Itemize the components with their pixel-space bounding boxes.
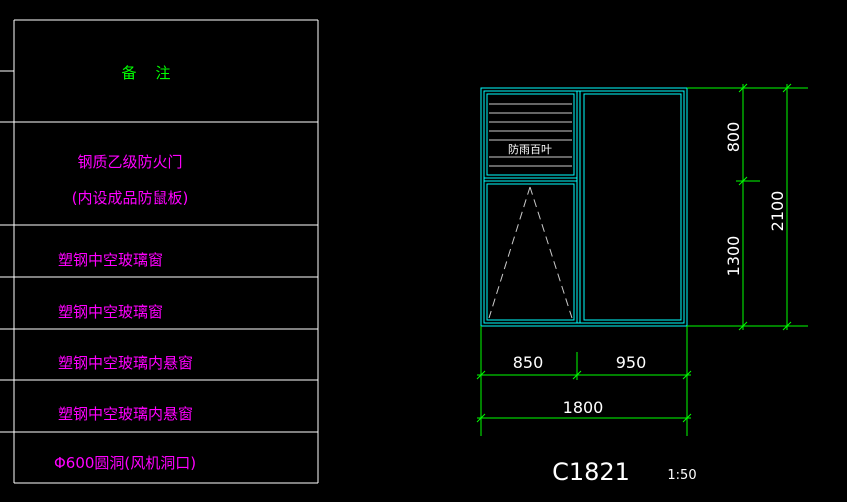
opening-dash-line — [488, 186, 531, 319]
louver-label-backdrop — [500, 141, 562, 156]
dim-tick — [738, 176, 748, 186]
dim-tick — [476, 370, 486, 380]
remark-row-6: Φ600圆洞(风机洞口) — [54, 454, 196, 472]
remark-row-5: 塑钢中空玻璃内悬窗 — [58, 405, 193, 423]
fixed-glass-panel — [583, 93, 682, 321]
louver-panel — [486, 93, 575, 176]
table-header-remarks: 备 注 — [121, 64, 170, 82]
remark-row-3: 塑钢中空玻璃窗 — [58, 303, 163, 321]
dim-width-right: 950 — [616, 353, 647, 372]
remarks-table — [0, 19, 319, 484]
dim-tick — [782, 83, 792, 93]
dim-height-total: 2100 — [768, 191, 787, 232]
dim-tick — [738, 83, 748, 93]
window-elevation — [480, 87, 688, 327]
opening-dash-line — [529, 186, 573, 319]
window-inner-frame — [483, 90, 685, 324]
dim-tick — [682, 370, 692, 380]
dim-tick — [782, 321, 792, 331]
louver-slats — [489, 103, 572, 167]
dim-tick — [572, 370, 582, 380]
dim-tick — [738, 321, 748, 331]
remark-row-2: 塑钢中空玻璃窗 — [58, 251, 163, 269]
louver-label: 防雨百叶 — [508, 142, 552, 156]
hopper-sash — [486, 183, 575, 321]
window-code-label: C1821 — [552, 458, 630, 486]
window-outer-frame — [480, 87, 688, 327]
scale-label: 1:50 — [667, 468, 696, 483]
dim-height-top: 800 — [724, 122, 743, 153]
remark-row-1-line1: 钢质乙级防火门 — [77, 153, 182, 171]
dim-tick — [476, 413, 486, 423]
dimension-text: 800 1300 2100 850 950 1800 — [513, 122, 787, 417]
dim-height-bottom: 1300 — [724, 236, 743, 277]
remarks-table-text: 备 注 钢质乙级防火门 (内设成品防鼠板) 塑钢中空玻璃窗 塑钢中空玻璃窗 塑钢… — [54, 64, 196, 472]
remark-row-1-line2: (内设成品防鼠板) — [72, 189, 189, 207]
opening-indicator — [488, 186, 573, 319]
dim-width-left: 850 — [513, 353, 544, 372]
dim-tick — [682, 413, 692, 423]
dimension-lines — [476, 83, 808, 436]
dim-width-total: 1800 — [563, 398, 604, 417]
remark-row-4: 塑钢中空玻璃内悬窗 — [58, 354, 193, 372]
